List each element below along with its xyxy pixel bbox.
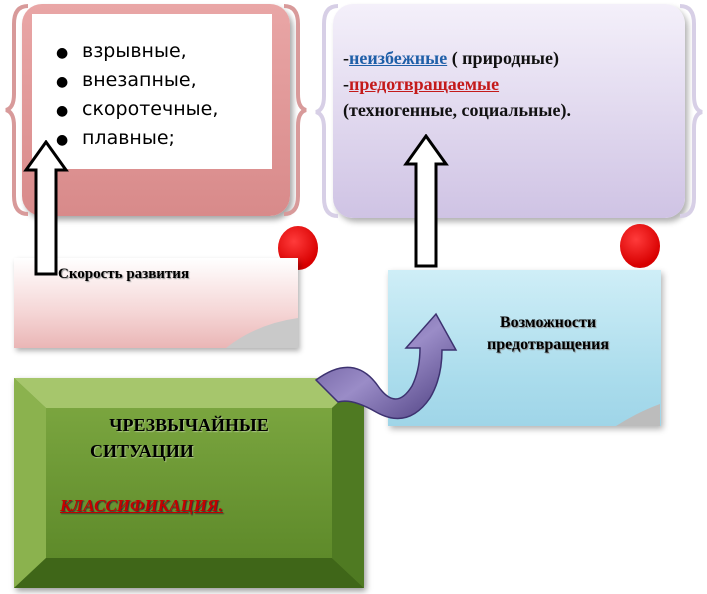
speed-types-list: ●взрывные, ●внезапные, ●скоротечные, ●пл… [56,38,218,154]
bevel-frame [14,378,364,588]
prevention-label: Возможности предотвращения [487,314,609,353]
right-brace-icon [283,4,307,216]
red-marker-right [620,224,660,268]
prevention-types-box: -неизбежные ( природные) -предотвращаемы… [333,4,685,218]
prevention-line-preventable: -предотвращаемые [343,74,500,94]
title-line-1: ЧРЕЗВЫЧАЙНЫЕ [109,415,269,435]
unavoidable-term: неизбежные [349,48,448,68]
prevention-line-kinds: (техногенные, социальные). [343,100,571,120]
page-curl-icon [616,404,660,426]
emergency-situations-box: ЧРЕЗВЫЧАЙНЫЕ СИТУАЦИИ КЛАССИФИКАЦИЯ. [14,378,364,588]
left-brace-icon [315,4,339,218]
page-curl-icon [226,318,298,348]
preventable-term: предотвращаемые [349,74,500,94]
list-item: ●взрывные, [56,38,218,67]
title-line-2: СИТУАЦИИ [90,441,194,461]
right-brace-icon [679,4,703,218]
speed-label: Скорость развития [58,266,190,282]
classification-title: КЛАССИФИКАЦИЯ. [60,496,223,515]
left-brace-icon [5,4,29,216]
bullet-icon: ● [56,103,69,119]
up-arrow-right-icon [403,134,449,268]
bullet-icon: ● [56,132,69,148]
bullet-icon: ● [56,74,69,90]
list-item: ●скоротечные, [56,96,218,125]
curved-arrow-icon [314,312,458,420]
speed-types-panel [32,14,272,169]
bullet-icon: ● [56,45,69,61]
main-face [46,408,332,558]
main-title: ЧРЕЗВЫЧАЙНЫЕ СИТУАЦИИ [14,412,364,464]
speed-types-box: ●взрывные, ●внезапные, ●скоротечные, ●пл… [22,4,290,216]
prevention-line-unavoidable: -неизбежные ( природные) [343,48,559,68]
up-arrow-left-icon [23,140,69,276]
list-item: ●плавные; [56,125,218,154]
list-item: ●внезапные, [56,67,218,96]
